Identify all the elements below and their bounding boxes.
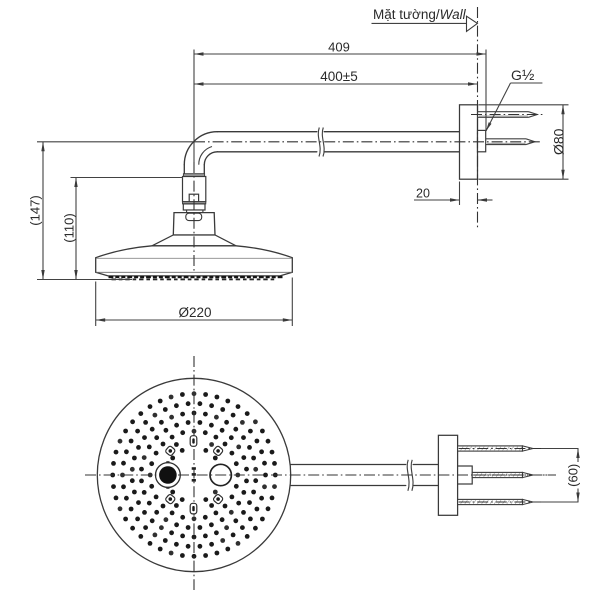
svg-text:(110): (110) xyxy=(62,213,77,242)
svg-text:(60): (60) xyxy=(566,464,581,487)
svg-text:400±5: 400±5 xyxy=(320,69,357,84)
svg-text:Ø80: Ø80 xyxy=(551,128,567,155)
svg-text:(147): (147) xyxy=(28,195,43,225)
svg-text:20: 20 xyxy=(416,187,430,201)
svg-text:409: 409 xyxy=(328,40,350,55)
svg-text:G½: G½ xyxy=(511,67,535,84)
svg-text:Mặt tường/Wall: Mặt tường/Wall xyxy=(373,7,467,22)
svg-text:Ø220: Ø220 xyxy=(178,305,211,320)
